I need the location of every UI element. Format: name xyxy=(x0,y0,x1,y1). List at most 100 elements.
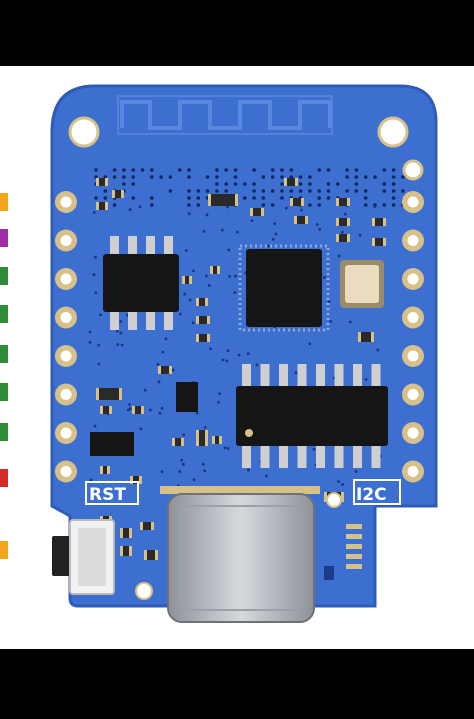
pad-hole-bottom-left xyxy=(135,582,153,600)
smd-pad xyxy=(336,234,339,242)
via xyxy=(337,480,341,484)
via xyxy=(280,189,284,193)
chip-leg xyxy=(371,444,381,468)
via xyxy=(187,203,191,207)
via xyxy=(150,203,154,207)
smd-pad xyxy=(336,218,339,226)
chip-leg xyxy=(128,236,137,256)
smd-component xyxy=(196,316,210,324)
via xyxy=(312,447,316,451)
chip-leg xyxy=(297,364,307,388)
via xyxy=(270,189,275,193)
chip-leg xyxy=(353,444,362,468)
via xyxy=(391,196,396,200)
antenna-trace xyxy=(120,100,332,130)
via xyxy=(345,175,349,179)
via xyxy=(322,276,326,279)
smd-pad xyxy=(158,366,161,374)
smd-pad xyxy=(96,178,99,186)
via xyxy=(149,408,152,412)
via xyxy=(265,474,268,478)
smd-component xyxy=(144,550,158,560)
via xyxy=(267,244,271,248)
smd-pad xyxy=(129,528,132,538)
via xyxy=(215,175,219,179)
smd-pad xyxy=(341,492,344,502)
smd-pad xyxy=(100,466,103,474)
via xyxy=(188,298,192,302)
chip-qfn-center xyxy=(238,244,330,332)
via xyxy=(308,342,312,346)
via xyxy=(88,341,92,344)
via xyxy=(294,371,298,374)
via xyxy=(252,196,256,200)
via xyxy=(235,230,239,234)
header-pin-hole xyxy=(407,466,419,477)
via xyxy=(336,182,340,186)
via xyxy=(358,233,362,237)
smd-component xyxy=(372,218,386,226)
via xyxy=(298,175,303,179)
via xyxy=(168,175,173,179)
via xyxy=(103,175,108,179)
i2c-label-frame xyxy=(353,479,401,505)
chip-leg xyxy=(164,310,173,330)
chip-leg xyxy=(279,444,288,468)
header-pin-hole xyxy=(60,389,72,400)
via xyxy=(122,168,126,172)
smd-pad xyxy=(219,436,222,444)
smd-pad xyxy=(336,198,339,206)
connector-pad xyxy=(346,524,362,529)
reset-button[interactable] xyxy=(52,519,115,595)
smd-pad xyxy=(294,216,297,224)
via xyxy=(112,175,117,179)
via xyxy=(317,168,322,172)
via xyxy=(284,206,288,210)
smd-component xyxy=(196,334,210,342)
smd-component xyxy=(120,528,132,538)
via xyxy=(308,189,312,193)
smd-pad xyxy=(347,218,350,226)
via xyxy=(348,320,352,324)
via xyxy=(179,312,182,316)
via xyxy=(122,182,126,186)
smd-pad xyxy=(196,430,199,446)
via xyxy=(187,175,191,179)
chip-leg xyxy=(128,310,137,330)
via xyxy=(128,407,132,411)
via xyxy=(192,269,195,273)
smd-component xyxy=(112,190,124,198)
via xyxy=(252,168,256,172)
via xyxy=(182,433,186,437)
via xyxy=(92,273,96,277)
via xyxy=(195,411,199,415)
via xyxy=(224,189,228,193)
smd-pad xyxy=(196,334,199,342)
rst-label: RST xyxy=(89,485,126,505)
via xyxy=(363,196,368,200)
smd-pad xyxy=(96,388,99,400)
via xyxy=(234,274,237,278)
smd-pad xyxy=(155,550,158,560)
via xyxy=(94,291,98,295)
via xyxy=(116,343,120,346)
via xyxy=(289,168,294,172)
passive-components xyxy=(96,178,386,560)
smd-component xyxy=(182,276,192,284)
via xyxy=(161,350,165,354)
side-pin-marker xyxy=(0,345,8,363)
via xyxy=(220,228,224,232)
smd-pad xyxy=(181,438,184,446)
chip-leg xyxy=(334,444,344,468)
smd-pad xyxy=(358,332,361,342)
smd-component xyxy=(196,298,208,306)
via xyxy=(299,208,303,212)
via xyxy=(261,175,266,179)
via xyxy=(270,175,275,179)
via xyxy=(226,205,229,209)
smd-pad xyxy=(169,366,172,374)
via xyxy=(159,175,163,179)
via xyxy=(317,189,322,193)
side-pin-marker xyxy=(0,305,8,323)
chip-leg xyxy=(260,364,270,388)
